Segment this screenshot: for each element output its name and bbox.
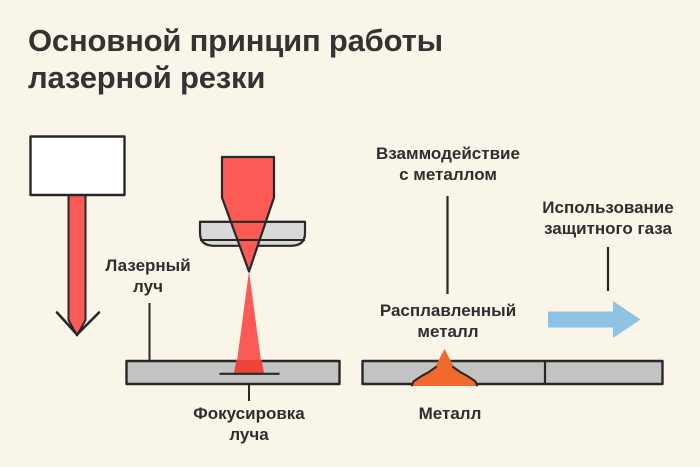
focusing-group [125, 155, 341, 401]
label-molten-metal: Расплавленный металл [379, 301, 517, 341]
beam-kerf [234, 360, 264, 373]
label-laser-beam: Лазерный луч [105, 256, 191, 296]
label-metal: Металл [418, 404, 482, 423]
page-title-line2: лазерной резки [28, 60, 266, 95]
molten-right-edge-line [452, 366, 478, 387]
page-title: Основной принцип работы лазерной резки [28, 22, 443, 96]
down-arrow-icon [67, 192, 87, 337]
label-focusing: Фокусировка луча [193, 404, 305, 444]
molten-metal-splash [411, 349, 478, 386]
left-metal-plate [125, 359, 341, 386]
laser-nozzle-beam [220, 155, 276, 273]
right-metal-plate [361, 359, 664, 386]
interaction-group [361, 196, 664, 387]
label-interaction: Взаммодействие с металлом [376, 144, 520, 184]
page-title-line1: Основной принцип работы [28, 23, 443, 58]
label-shielding-gas: Использование защитного газа [542, 198, 674, 238]
focused-beam-cone [237, 271, 261, 361]
laser-source-box [29, 135, 126, 197]
molten-left-edge-line [411, 366, 437, 387]
right-arrow-icon [548, 301, 641, 338]
down-arrow-head-lines [55, 311, 101, 336]
laser-source-group [29, 135, 151, 360]
